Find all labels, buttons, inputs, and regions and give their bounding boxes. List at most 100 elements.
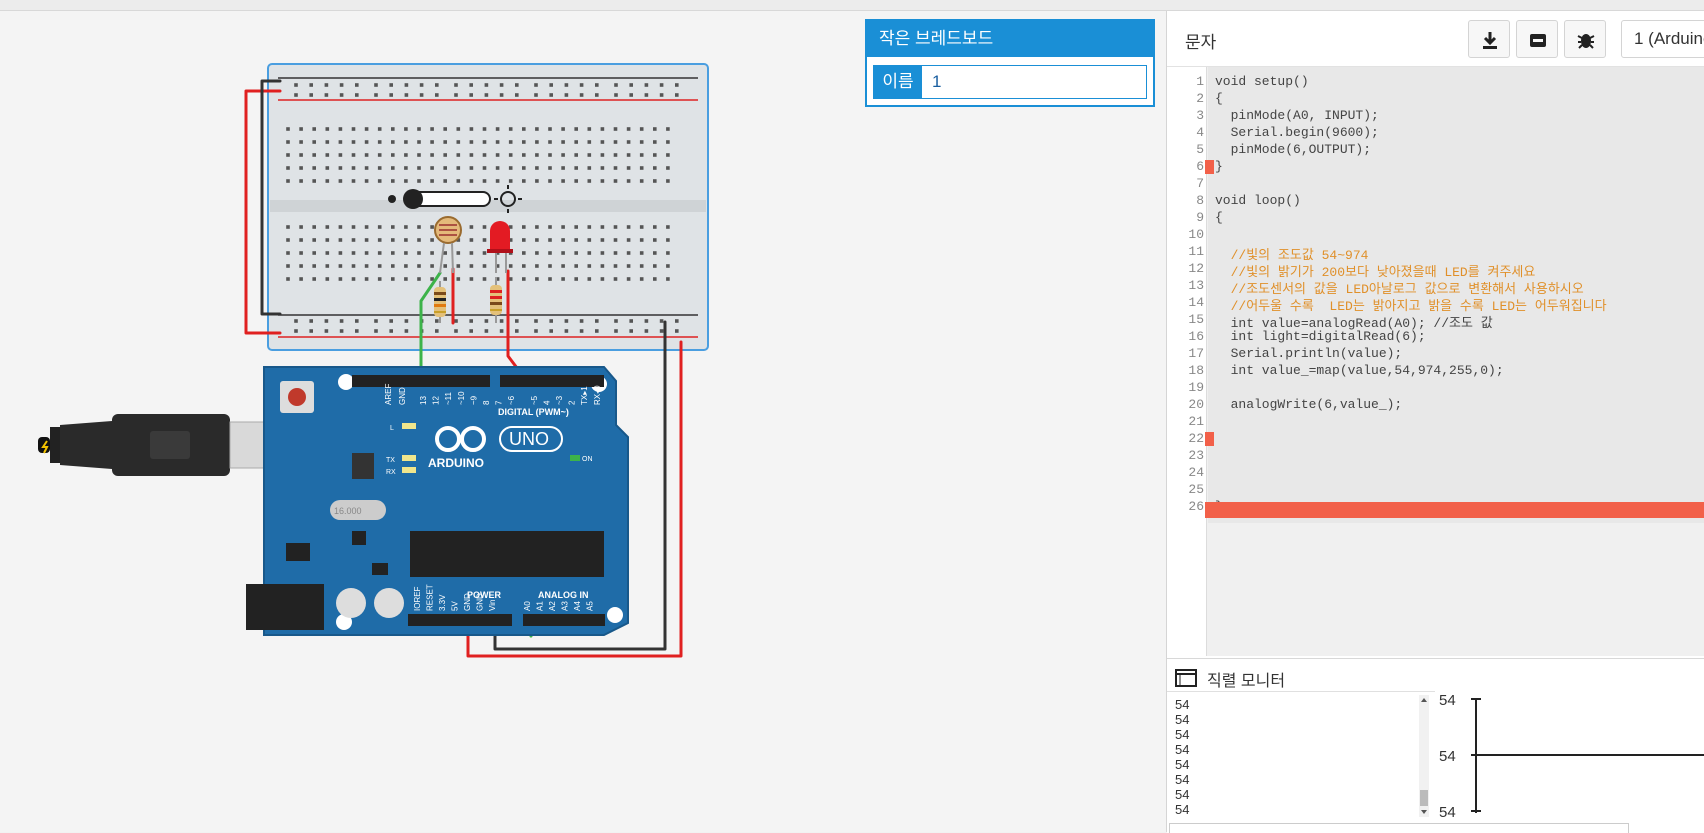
- digital-pin-label: ~11: [444, 391, 453, 405]
- error-line-highlight: [1205, 502, 1704, 518]
- line-number: 15: [1188, 312, 1204, 327]
- analog-pin-label: A2: [548, 601, 557, 611]
- components-icon: [1530, 34, 1546, 47]
- serial-line: 54: [1175, 727, 1190, 742]
- serial-line: 54: [1175, 697, 1190, 712]
- download-button[interactable]: [1468, 20, 1510, 58]
- code-line: int value_=map(value,54,974,255,0);: [1215, 363, 1504, 378]
- digital-pin-label: ~6: [507, 395, 516, 405]
- digital-pin-label: 7: [495, 400, 504, 405]
- serial-line: 54: [1175, 787, 1190, 802]
- analog-header-label: ANALOG IN: [538, 590, 589, 600]
- name-label: 이름: [874, 66, 922, 98]
- light-slider[interactable]: [388, 185, 522, 213]
- serial-line: 54: [1175, 742, 1190, 757]
- crystal-label: 16.000: [334, 506, 362, 516]
- gnd-pin-label: GND: [398, 387, 407, 405]
- component-inspector: 작은 브레드보드 이름 1: [865, 19, 1155, 107]
- resistor-2[interactable]: [490, 277, 502, 323]
- line-number: 17: [1188, 346, 1204, 361]
- code-line: pinMode(A0, INPUT);: [1215, 108, 1379, 123]
- monitor-icon: [1175, 669, 1197, 687]
- name-input[interactable]: 1: [932, 72, 942, 91]
- name-field-row: 이름 1: [873, 65, 1147, 99]
- code-line: int value=analogRead(A0); //조도 값: [1215, 316, 1493, 331]
- power-pin-label: IOREF: [413, 586, 422, 611]
- plot-tick-top: 54: [1439, 695, 1456, 709]
- power-pin-label: GND: [476, 593, 485, 611]
- resistor-1[interactable]: [434, 281, 446, 323]
- code-line: void loop(): [1215, 193, 1301, 208]
- serial-line: 54: [1175, 802, 1190, 817]
- aref-pin-label: AREF: [384, 384, 393, 405]
- digital-pin-label: ~10: [457, 391, 466, 405]
- red-led[interactable]: [487, 221, 513, 273]
- power-pin-label: GND: [463, 593, 472, 611]
- code-line: analogWrite(6,value_);: [1215, 397, 1403, 412]
- code-line: int light=digitalRead(6);: [1215, 329, 1426, 344]
- power-header-label: POWER: [467, 590, 502, 600]
- serial-scrollbar[interactable]: [1419, 695, 1429, 817]
- line-number: 23: [1188, 448, 1204, 463]
- line-number: 19: [1188, 380, 1204, 395]
- debugger-button[interactable]: [1564, 20, 1606, 58]
- analog-pin-label: A3: [561, 601, 570, 611]
- line-number-gutter: [1167, 67, 1207, 656]
- line-number: 14: [1188, 295, 1204, 310]
- download-icon: [1483, 32, 1497, 49]
- error-marker: [1205, 160, 1214, 174]
- line-number: 13: [1188, 278, 1204, 293]
- analog-pin-label: A4: [573, 601, 582, 611]
- line-number: 22: [1188, 431, 1204, 446]
- code-line: //어두울 수록 LED는 밝아지고 밝을 수록 LED는 어두워집니다: [1215, 299, 1607, 314]
- code-line: {: [1215, 91, 1223, 106]
- code-line: void setup(): [1215, 74, 1309, 89]
- code-line: Serial.begin(9600);: [1215, 125, 1379, 140]
- line-number: 5: [1196, 142, 1204, 157]
- device-select[interactable]: 1 (Arduino Uno R3): [1621, 20, 1704, 58]
- serial-line: 54: [1175, 772, 1190, 787]
- serial-line: 54: [1175, 757, 1190, 772]
- code-panel-header: 문자 1 (Arduino Uno R3): [1167, 11, 1704, 67]
- line-number: 20: [1188, 397, 1204, 412]
- analog-pin-label: A0: [523, 601, 532, 611]
- digital-pin-label: 2: [568, 400, 577, 405]
- line-number: 21: [1188, 414, 1204, 429]
- line-number: 26: [1188, 499, 1204, 514]
- analog-pin-label: A5: [586, 601, 595, 611]
- digital-pin-label: TX▸1: [580, 386, 589, 405]
- code-line: Serial.println(value);: [1215, 346, 1403, 361]
- digital-pin-label: 12: [432, 396, 441, 405]
- line-number: 6: [1196, 159, 1204, 174]
- breadboard[interactable]: [267, 63, 709, 351]
- code-line: //빛의 밝기가 200보다 낮아졌을때 LED를 켜주세요: [1215, 265, 1536, 280]
- line-number: 3: [1196, 108, 1204, 123]
- serial-line: 54: [1175, 712, 1190, 727]
- arduino-model-label: UNO: [509, 429, 549, 449]
- line-number: 9: [1196, 210, 1204, 225]
- power-pin-label: RESET: [426, 584, 435, 611]
- line-number: 1: [1196, 74, 1204, 89]
- photoresistor[interactable]: [434, 216, 462, 274]
- code-mode-select[interactable]: 문자: [1185, 33, 1217, 52]
- error-marker: [1205, 432, 1214, 446]
- debug-bug-icon: [1577, 34, 1595, 49]
- circuit-canvas[interactable]: ARDUINO UNO DIGITAL (PWM~) POWER ANALOG …: [0, 11, 1166, 832]
- tx-led-label: TX: [386, 457, 395, 464]
- arduino-brand-label: ARDUINO: [428, 456, 484, 470]
- scrollbar-arrows-icon: [1420, 698, 1428, 814]
- analog-pin-label: A1: [536, 601, 545, 611]
- arduino-uno[interactable]: ARDUINO UNO DIGITAL (PWM~) POWER ANALOG …: [246, 366, 629, 636]
- code-line: //조도센서의 값을 LED아날로그 값으로 변환해서 사용하시오: [1215, 282, 1584, 297]
- serial-monitor-title: 직렬 모니터: [1207, 673, 1286, 690]
- l-led-label: L: [390, 425, 394, 432]
- code-line: //빛의 조도값 54~974: [1215, 248, 1369, 263]
- code-line: {: [1215, 210, 1223, 225]
- components-button[interactable]: [1516, 20, 1558, 58]
- serial-input[interactable]: [1169, 823, 1629, 833]
- line-number: 24: [1188, 465, 1204, 480]
- top-toolbar: [0, 0, 1704, 11]
